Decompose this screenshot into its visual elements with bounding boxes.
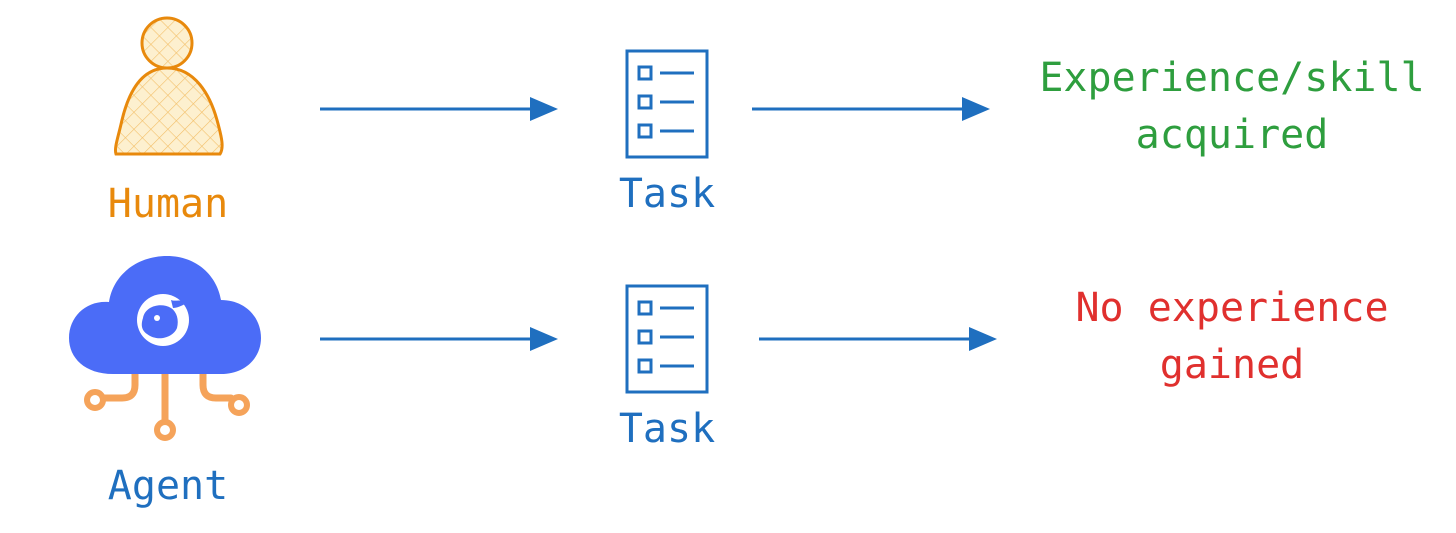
outcome-line: No experience [1075, 285, 1389, 331]
outcome-line: gained [1159, 342, 1305, 388]
task-label: Task [618, 171, 716, 217]
checklist-icon [625, 284, 709, 394]
agent-label: Agent [107, 463, 229, 509]
human-label: Human [107, 181, 229, 227]
outcome-negative: No experience gained [1075, 280, 1388, 394]
circuit-lines [101, 361, 235, 426]
arrow-right-icon [320, 327, 558, 351]
cloud-agent-icon [69, 256, 261, 441]
arrow-right-icon [320, 97, 558, 121]
checklist-icon [625, 49, 709, 159]
arrow-right-icon [759, 327, 997, 351]
outcome-line: acquired [1135, 112, 1329, 158]
outcome-line: Experience/skill [1039, 55, 1425, 101]
outcome-positive: Experience/skill acquired [1039, 50, 1424, 164]
human-figure-icon [114, 16, 224, 156]
task-label: Task [618, 406, 716, 452]
arrow-right-icon [752, 97, 990, 121]
whale-logo-icon [137, 294, 189, 346]
